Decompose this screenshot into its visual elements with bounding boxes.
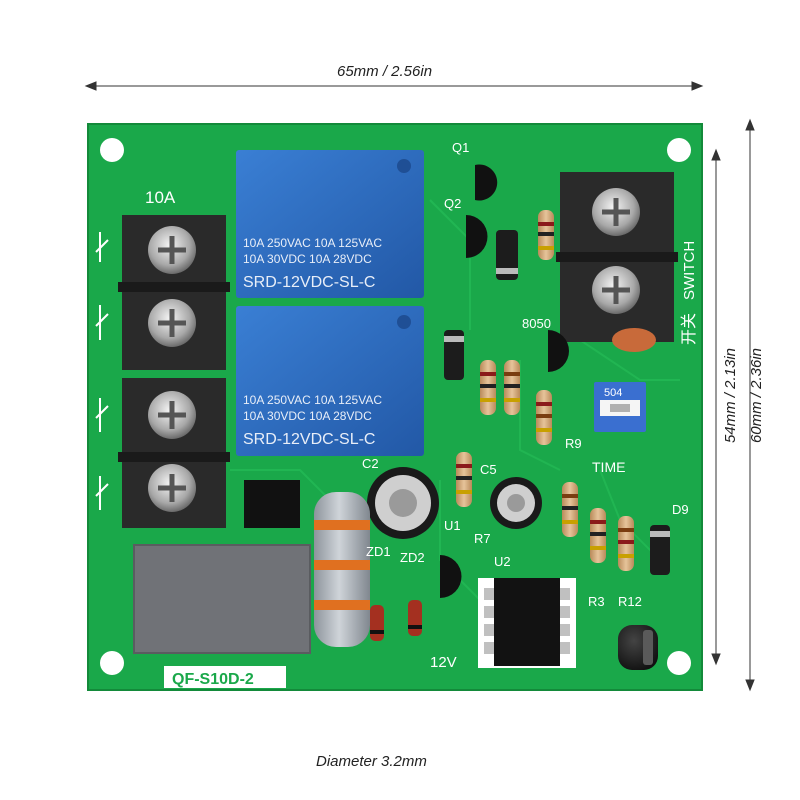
ceramic-capacitor: [612, 328, 656, 352]
switch-terminal-block: [556, 172, 678, 342]
transistor-zd2: [440, 555, 462, 598]
transistor-8050: [548, 330, 569, 372]
time-label: TIME: [592, 459, 625, 475]
label-d9: D9: [672, 502, 689, 517]
terminal-screw-3: [148, 391, 196, 439]
capacitor-c2: [367, 467, 439, 539]
label-u1: U1: [444, 518, 461, 533]
label-u2: U2: [494, 554, 511, 569]
ic-u2: [478, 578, 576, 668]
resistor: [562, 482, 578, 537]
resistor: [456, 452, 472, 507]
time-potentiometer: 504: [594, 382, 646, 432]
resistor: [538, 210, 554, 260]
label-r7: R7: [474, 531, 491, 546]
diode-top: [496, 230, 518, 280]
voltage-label: 12V: [430, 654, 457, 671]
label-zd2: ZD2: [400, 550, 425, 565]
label-c5: C5: [480, 462, 497, 477]
output-terminal-block: [118, 215, 230, 528]
hole-diameter-label: Diameter 3.2mm: [316, 753, 427, 770]
label-r9: R9: [565, 436, 582, 451]
relay-1-rating-line-2: 10A 30VDC 10A 28VDC: [243, 252, 372, 266]
relay-1-model: SRD-12VDC-SL-C: [243, 274, 375, 291]
resistor: [590, 508, 606, 563]
label-q1: Q1: [452, 140, 469, 155]
model-label-text: QF-S10D-2: [172, 671, 254, 688]
relay-2-model: SRD-12VDC-SL-C: [243, 431, 375, 448]
switch-label: SWITCH: [681, 241, 698, 300]
bridge-rectifier: [244, 480, 300, 528]
label-c2: C2: [362, 456, 379, 471]
component-labels: Q1 Q2 8050 C2 C5 R9 R7 R3 R12 D9 U1 U2 Z…: [362, 140, 689, 609]
label-q2: Q2: [444, 196, 461, 211]
label-r12: R12: [618, 594, 642, 609]
capacitor-bottom-right: [618, 625, 658, 670]
transistor-q1: [475, 164, 498, 201]
width-dimension-label: 65mm / 2.56in: [337, 63, 433, 80]
label-zd1: ZD1: [366, 544, 391, 559]
relay-2: 10A 250VAC 10A 125VAC 10A 30VDC 10A 28VD…: [236, 306, 424, 456]
relay-1-rating-line-1: 10A 250VAC 10A 125VAC: [243, 236, 382, 250]
terminal-screw-4: [148, 464, 196, 512]
resistor: [480, 360, 496, 415]
terminal-screw-2: [148, 299, 196, 347]
terminal-symbols: [95, 232, 109, 510]
resistor: [536, 390, 552, 445]
zener-zd1: [370, 605, 384, 641]
resistor: [504, 360, 520, 415]
model-label: QF-S10D-2: [164, 666, 286, 688]
resistor: [618, 516, 634, 571]
power-resistor: [314, 492, 370, 647]
terminal-screw-1: [148, 226, 196, 274]
label-r3: R3: [588, 594, 605, 609]
potentiometer-marking: 504: [604, 387, 622, 399]
relay-1: 10A 250VAC 10A 125VAC 10A 30VDC 10A 28VD…: [236, 150, 424, 298]
relay-2-rating-line-2: 10A 30VDC 10A 28VDC: [243, 409, 372, 423]
zener-zd2-diode: [408, 600, 422, 636]
diode-left: [444, 330, 464, 380]
relay-2-rating-line-1: 10A 250VAC 10A 125VAC: [243, 393, 382, 407]
capacitor-c5: [490, 477, 542, 529]
switch-label-chinese: 开关: [680, 313, 698, 345]
diode-d9: [650, 525, 670, 575]
current-rating-label: 10A: [145, 188, 176, 207]
transistor-q2: [466, 215, 488, 258]
mounting-holes: [100, 138, 691, 675]
resistors: [456, 210, 634, 571]
label-8050: 8050: [522, 316, 551, 331]
power-transformer: [133, 544, 311, 654]
